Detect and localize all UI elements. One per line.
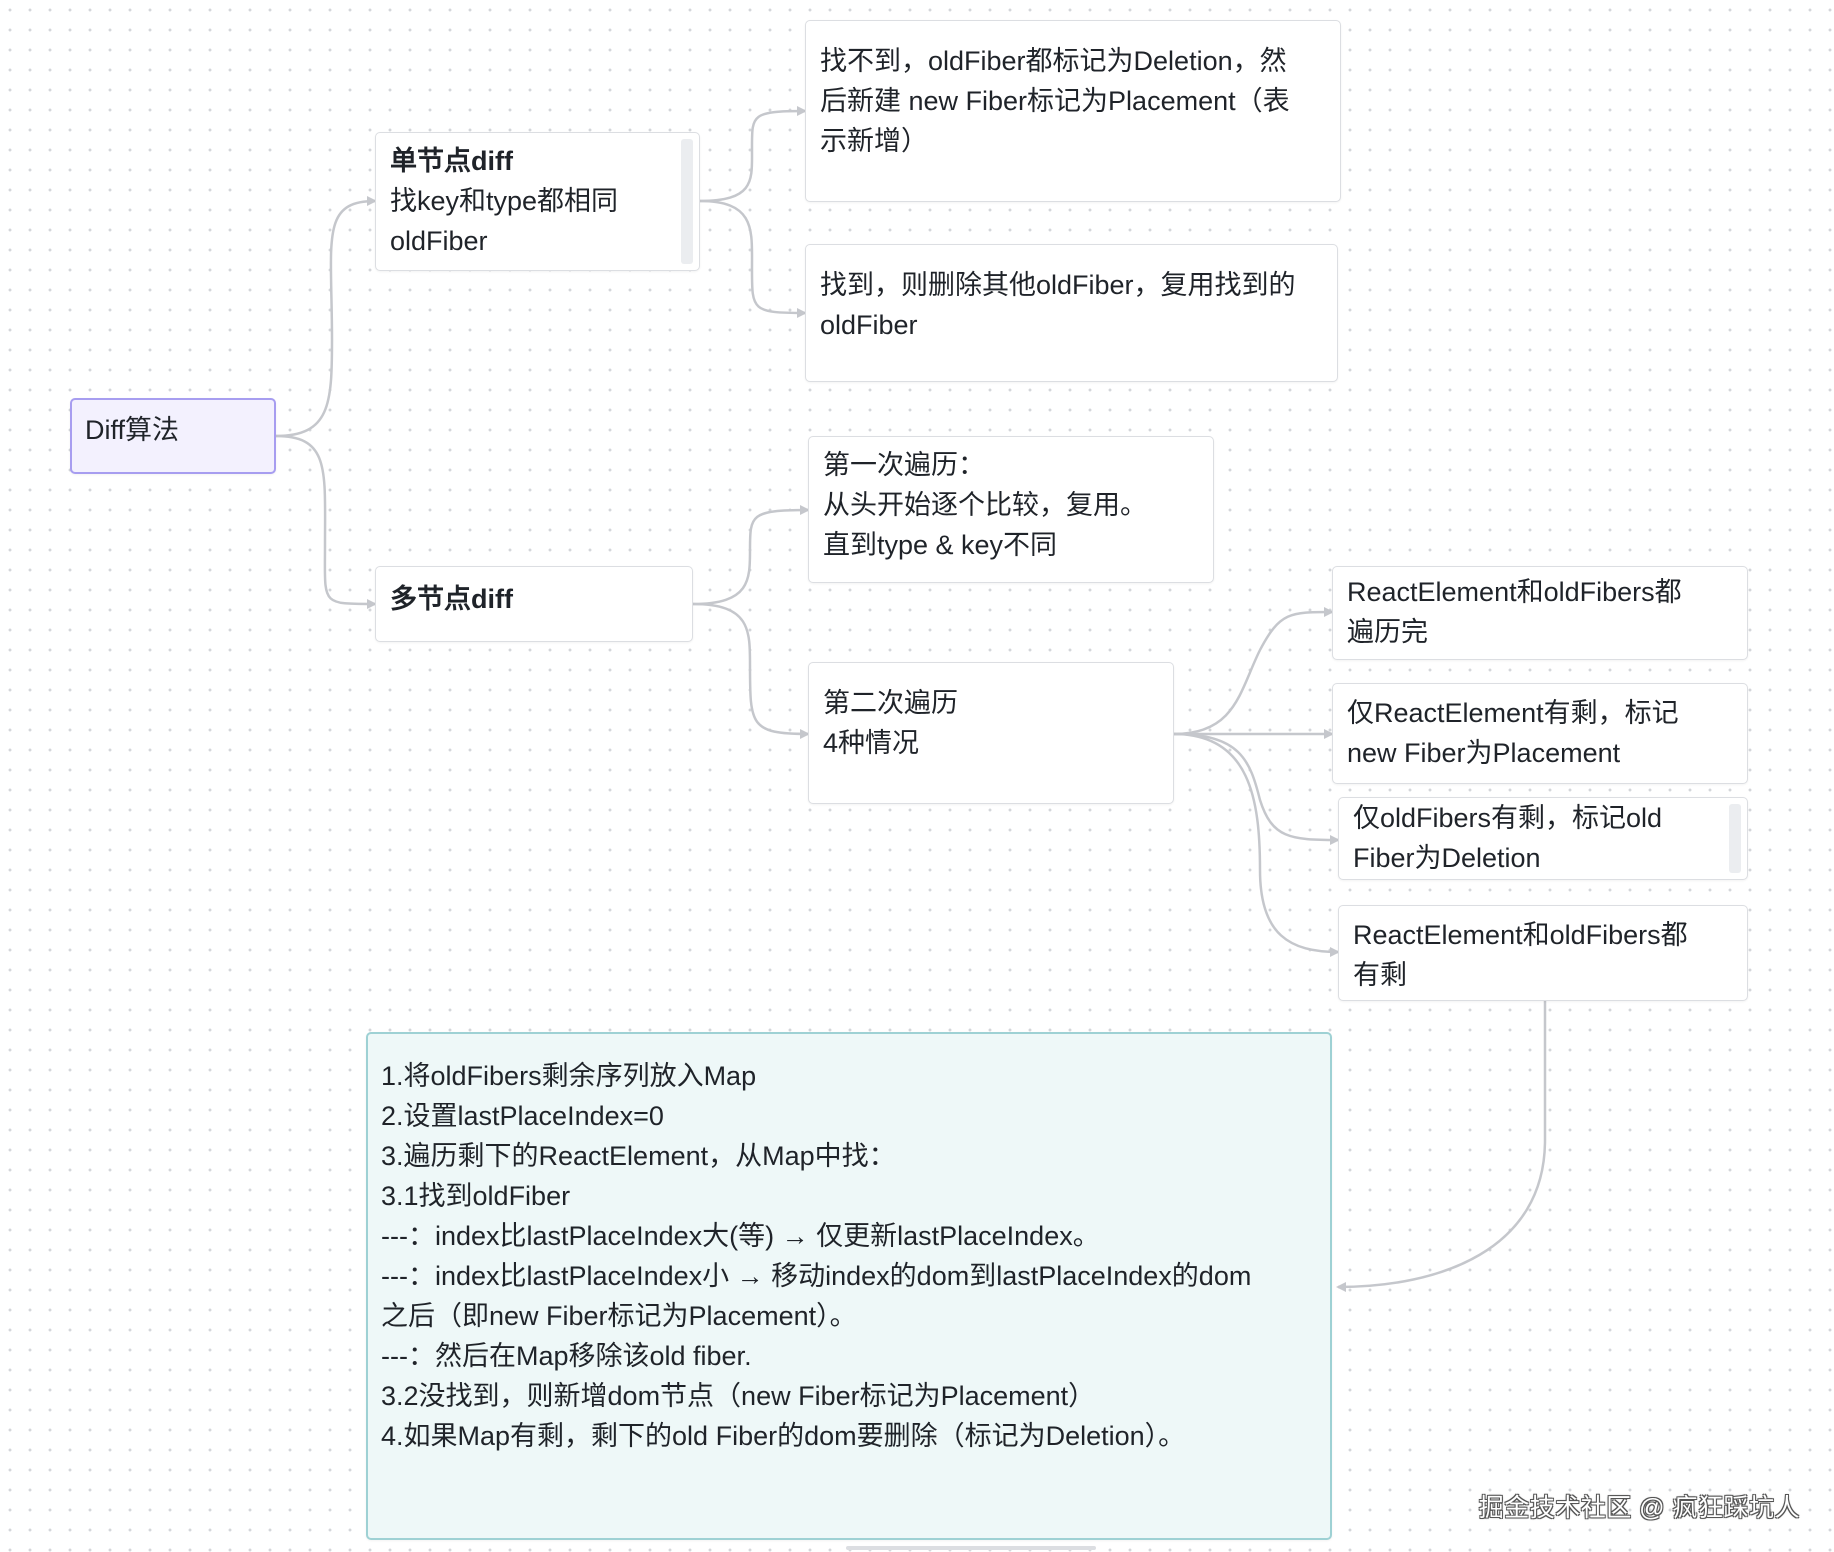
edge-multi-second [692, 602, 810, 739]
root-label: Diff算法 [85, 415, 180, 445]
case2-line-1: 仅ReactElement有剩，标记 [1347, 698, 1679, 728]
edge-single-notfound [699, 106, 807, 203]
case-both-done-node[interactable]: ReactElement和oldFibers都 遍历完 [1332, 566, 1748, 660]
second-pass-node[interactable]: 第二次遍历 4种情况 [808, 662, 1174, 804]
scrollbar[interactable] [681, 139, 693, 264]
second-pass-line-2: 4种情况 [823, 728, 920, 758]
case4-line-2: 有剩 [1353, 960, 1407, 990]
case-elements-left-node[interactable]: 仅ReactElement有剩，标记 new Fiber为Placement [1332, 683, 1748, 784]
detail-line-10: 4.如果Map有剩，剩下的old Fiber的dom要删除（标记为Deletio… [381, 1421, 1186, 1451]
detail-line-6: ---：index比lastPlaceIndex小 → 移动index的dom到… [381, 1261, 1252, 1291]
first-pass-line-3: 直到type & key不同 [823, 530, 1058, 560]
single-found-node[interactable]: 找到，则删除其他oldFiber，复用找到的 oldFiber [805, 244, 1338, 382]
detail-line-9: 3.2没找到，则新增dom节点（new Fiber标记为Placement） [381, 1381, 1096, 1411]
edge-second-case4 [1173, 732, 1340, 957]
first-pass-line-1: 第一次遍历： [823, 450, 985, 480]
edge-case4-detail [1336, 1000, 1547, 1292]
edge-second-case3 [1173, 732, 1340, 845]
case-fibers-left-node[interactable]: 仅oldFibers有剩，标记old Fiber为Deletion [1338, 797, 1748, 880]
case4-line-1: ReactElement和oldFibers都 [1353, 920, 1688, 950]
watermark: 掘金技术社区 @ 疯狂踩坑人 [1478, 1494, 1800, 1522]
edge-multi-first [692, 505, 810, 606]
bottom-scrollbar[interactable] [846, 1546, 1096, 1550]
case-both-left-node[interactable]: ReactElement和oldFibers都 有剩 [1338, 905, 1748, 1001]
single-node-diff-node[interactable]: 单节点diff 找key和type都相同 oldFiber [375, 132, 700, 271]
single-not-found-node[interactable]: 找不到，oldFiber都标记为Deletion，然 后新建 new Fiber… [805, 20, 1341, 202]
multi-node-title: 多节点diff [390, 584, 513, 614]
detail-line-1: 1.将oldFibers剩余序列放入Map [381, 1061, 757, 1091]
case3-line-2: Fiber为Deletion [1353, 843, 1541, 873]
edge-single-found [699, 199, 807, 318]
case1-line-1: ReactElement和oldFibers都 [1347, 577, 1682, 607]
single-node-line-1: 找key和type都相同 [390, 186, 619, 216]
found-line-2: oldFiber [820, 310, 918, 340]
detail-line-3: 3.遍历剩下的ReactElement，从Map中找： [381, 1141, 896, 1171]
detail-line-4: 3.1找到oldFiber [381, 1181, 571, 1211]
detail-line-7: 之后（即new Fiber标记为Placement）。 [381, 1301, 857, 1331]
case3-line-1: 仅oldFibers有剩，标记old [1353, 803, 1663, 833]
not-found-line-3: 示新增） [820, 126, 928, 156]
single-node-line-2: oldFiber [390, 226, 488, 256]
single-node-title: 单节点diff [390, 146, 513, 176]
root-node[interactable]: Diff算法 [70, 398, 276, 474]
edge-second-case1 [1173, 607, 1334, 736]
case1-line-2: 遍历完 [1347, 617, 1428, 647]
case-both-left-detail-note[interactable]: 1.将oldFibers剩余序列放入Map 2.设置lastPlaceIndex… [366, 1032, 1332, 1540]
not-found-line-2: 后新建 new Fiber标记为Placement（表 [820, 86, 1290, 116]
detail-line-8: ---：然后在Map移除该old fiber. [381, 1341, 752, 1371]
multi-node-diff-node[interactable]: 多节点diff [375, 566, 693, 642]
first-pass-node[interactable]: 第一次遍历： 从头开始逐个比较，复用。 直到type & key不同 [808, 436, 1214, 583]
found-line-1: 找到，则删除其他oldFiber，复用找到的 [820, 270, 1296, 300]
detail-line-2: 2.设置lastPlaceIndex=0 [381, 1101, 664, 1131]
edge-root-multi [275, 434, 377, 610]
case2-line-2: new Fiber为Placement [1347, 738, 1621, 768]
not-found-line-1: 找不到，oldFiber都标记为Deletion，然 [820, 46, 1287, 76]
second-pass-line-1: 第二次遍历 [823, 688, 958, 718]
detail-line-5: ---：index比lastPlaceIndex大(等) → 仅更新lastPl… [381, 1221, 1100, 1251]
first-pass-line-2: 从头开始逐个比较，复用。 [823, 490, 1147, 520]
scrollbar[interactable] [1729, 804, 1741, 873]
edge-root-single [275, 196, 377, 438]
